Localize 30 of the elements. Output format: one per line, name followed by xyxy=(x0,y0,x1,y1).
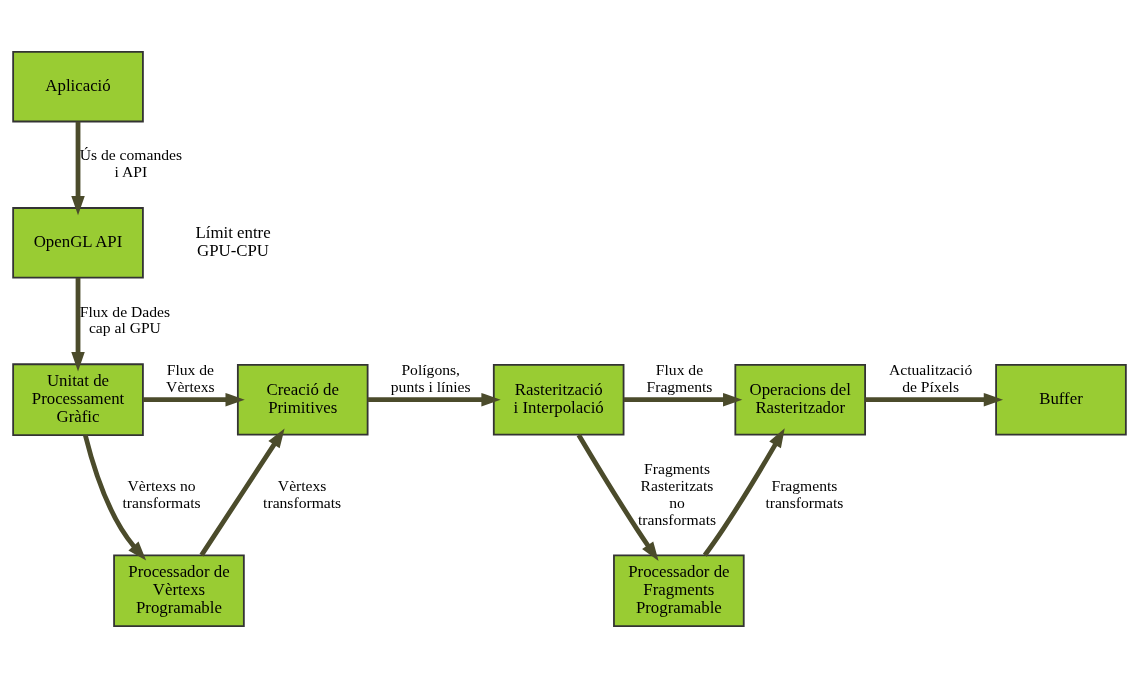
edge-label: Polígons, punts i línies xyxy=(390,360,471,395)
edge-label: Fragments transformats xyxy=(765,476,844,511)
node-box: Unitat de Processament Gràfic xyxy=(12,362,144,436)
arrow xyxy=(83,434,147,561)
node-box: Creació de Primitives xyxy=(236,363,369,435)
label: Límit entre GPU-CPU xyxy=(195,222,271,260)
node-box: Rasterització i Interpolació xyxy=(492,363,625,435)
node-box: Buffer xyxy=(995,363,1127,435)
edge-label: Ús de comandes i API xyxy=(79,145,183,180)
node-box: Processador de Vèrtexs Programable xyxy=(113,553,245,627)
arrow xyxy=(865,392,1004,406)
node-box: Operacions del Rasteritzador xyxy=(734,363,866,435)
edge-label: Flux de Fragments xyxy=(646,360,713,395)
arrow xyxy=(623,392,743,406)
node-box: Processador de Fragments Programable xyxy=(613,553,745,627)
edge-label: Flux de Vèrtexs xyxy=(166,360,215,395)
arrow xyxy=(199,428,285,556)
arrow xyxy=(367,392,501,406)
edge-label: Vèrtexs no transformats xyxy=(122,476,201,511)
arrow xyxy=(71,121,85,215)
node-box: Aplicació xyxy=(12,50,144,122)
edge-label: Actualització de Píxels xyxy=(888,360,973,395)
arrow xyxy=(702,427,785,557)
node-box: OpenGL API xyxy=(12,206,144,279)
edge-label: Flux de Dades cap al GPU xyxy=(79,302,170,336)
arrow xyxy=(576,433,659,561)
arrow xyxy=(143,392,245,406)
arrow xyxy=(71,277,85,371)
edge-label: Vèrtexs transformats xyxy=(263,476,342,511)
edge-label: Fragments Rasteritzats no transformats xyxy=(638,459,717,528)
